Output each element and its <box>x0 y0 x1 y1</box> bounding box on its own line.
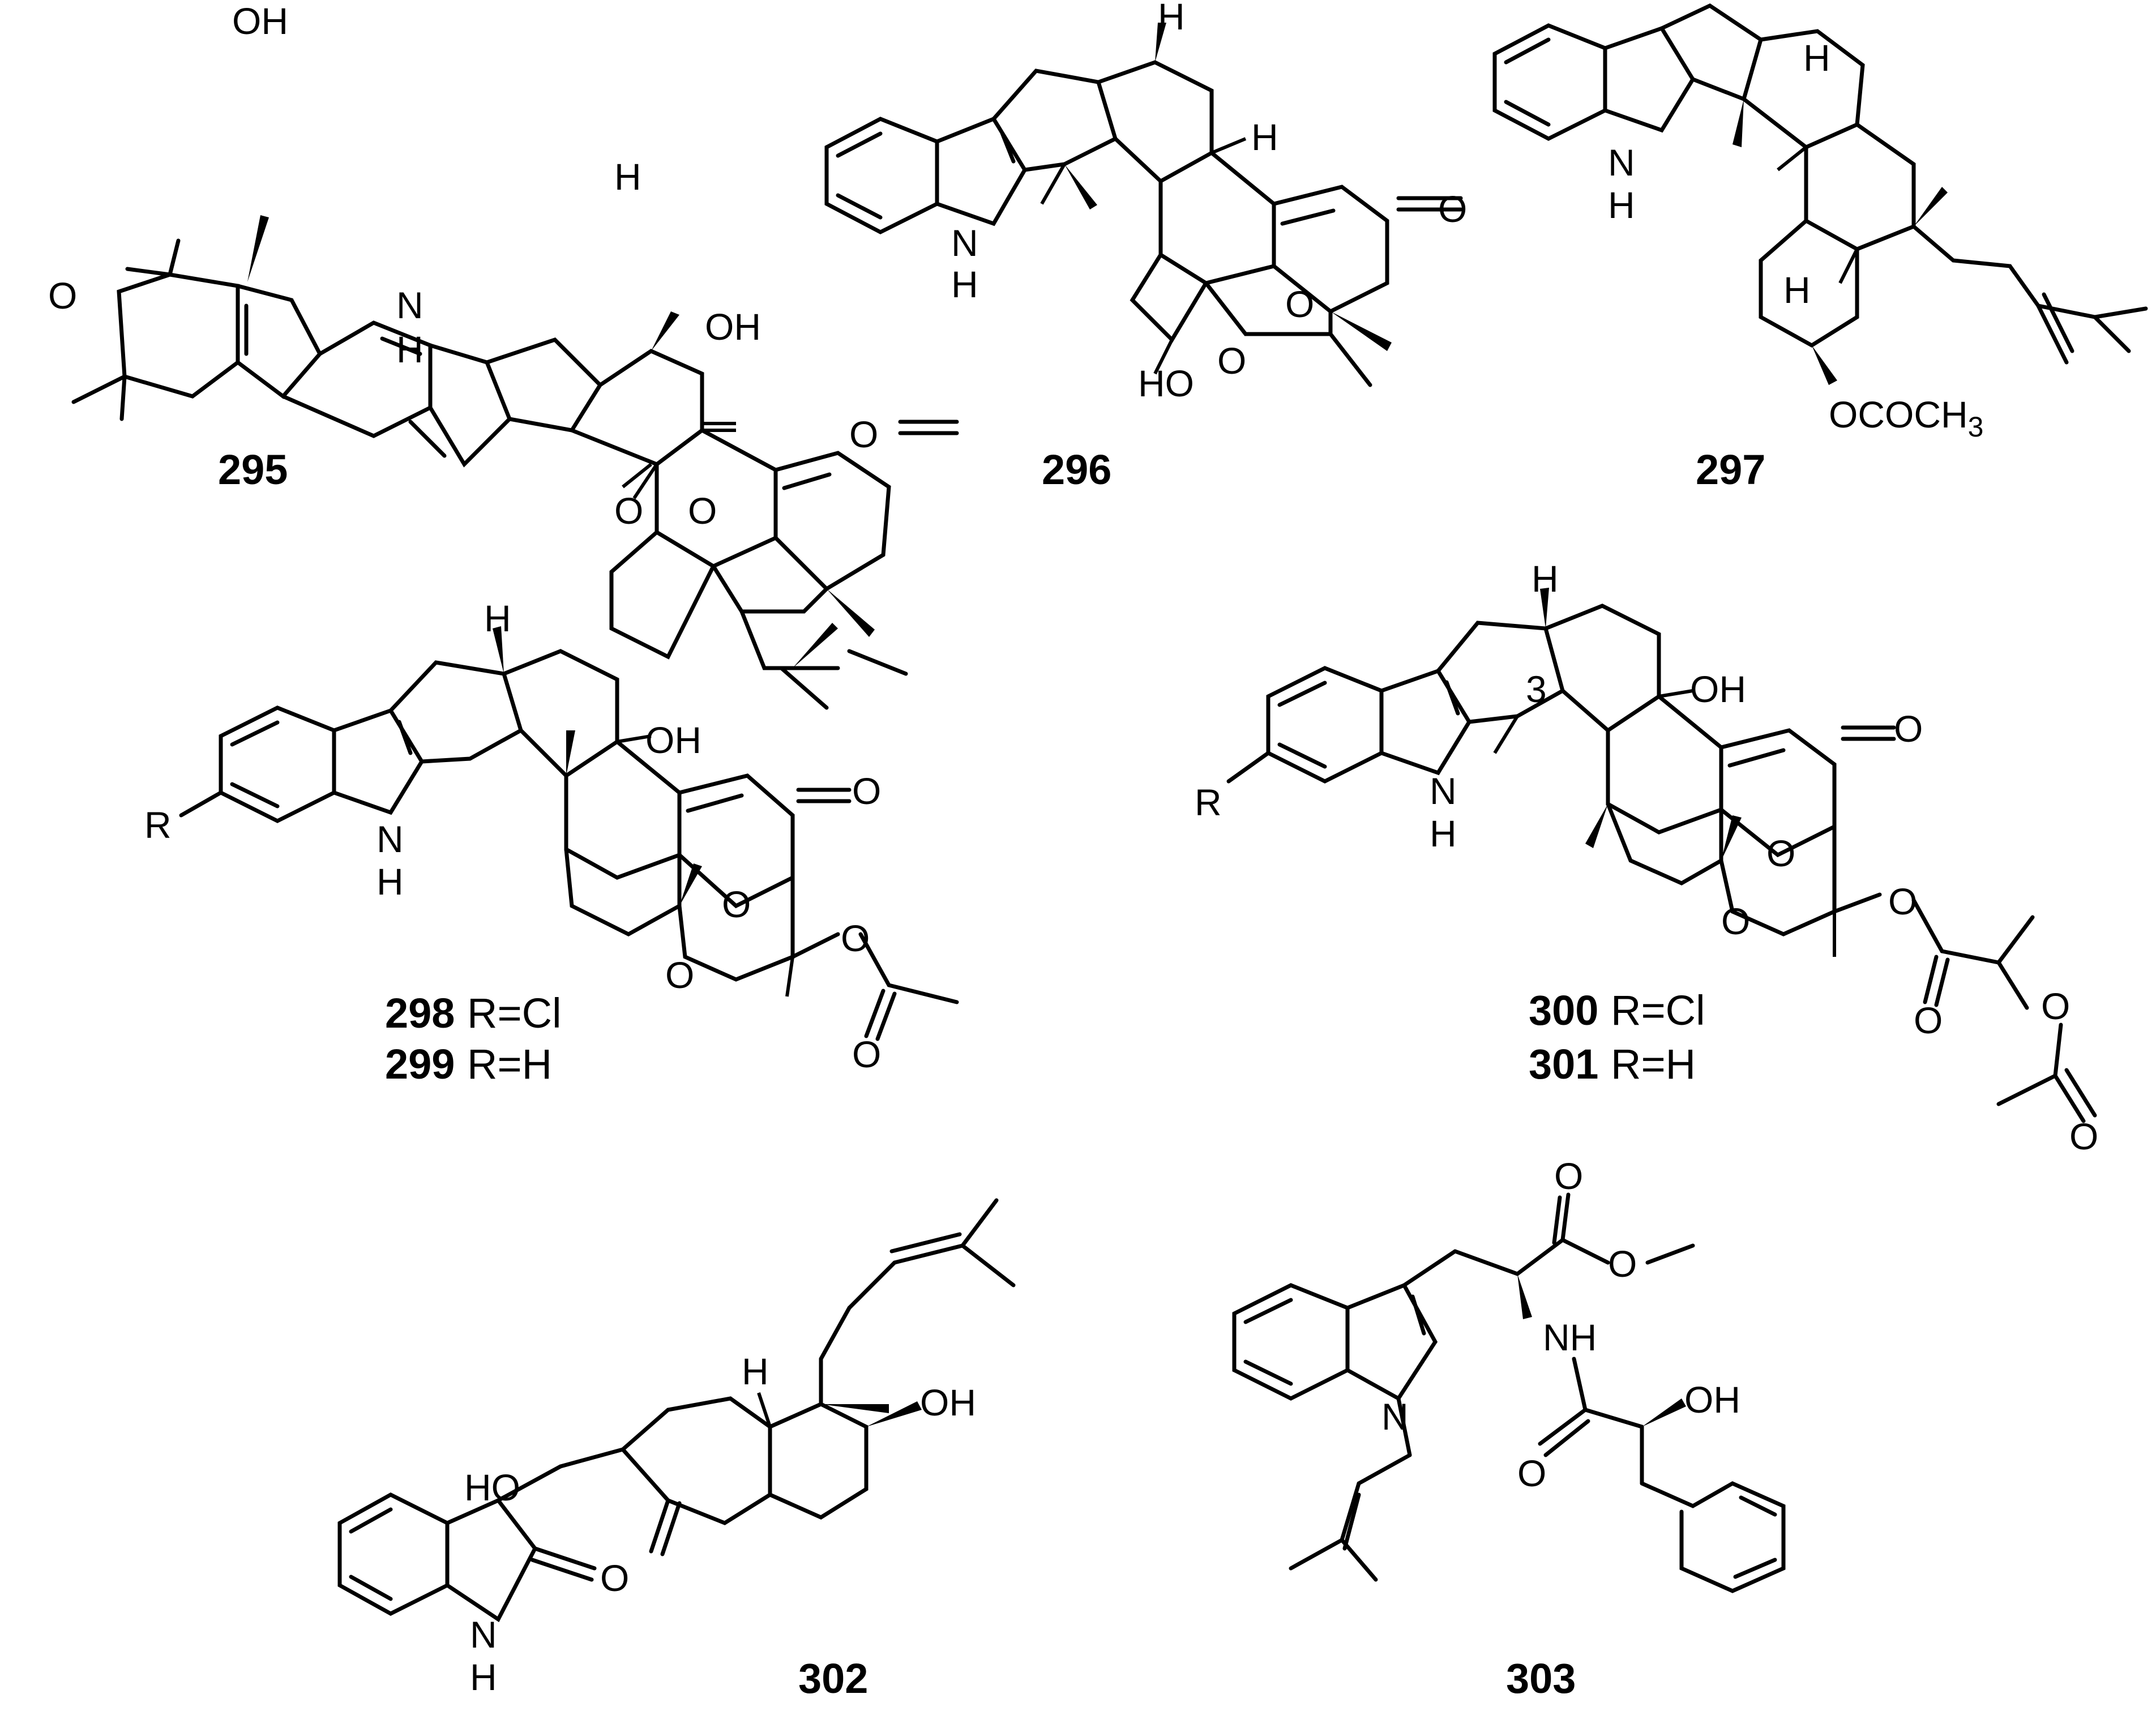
hydrogen-label: H <box>1783 269 1811 311</box>
oh-label: OH <box>232 0 288 42</box>
carbonyl-oxygen-label: O <box>852 770 881 812</box>
hydrogen-label: H <box>1430 812 1457 854</box>
compound-number: 296 <box>1042 446 1111 493</box>
compound-300-301 <box>1226 588 2097 1123</box>
compound-302 <box>337 1198 1016 1623</box>
hydrogen-label: H <box>470 1656 497 1698</box>
compound-number: 302 <box>798 1655 868 1702</box>
carbonyl-oxygen-label: O <box>600 1557 629 1599</box>
subscript-3: 3 <box>1968 411 1984 443</box>
compound-number: 295 <box>218 446 288 493</box>
ether-oxygen-label: O <box>1285 283 1314 325</box>
variant-label: R=Cl <box>467 990 562 1037</box>
carbonyl-oxygen-label: O <box>1517 1452 1546 1494</box>
variant-label: R=Cl <box>1611 987 1705 1034</box>
variant-label: R=H <box>467 1041 552 1088</box>
acetate-label: OCOCH3 <box>1829 393 1983 443</box>
ester-oxygen-label: O <box>1888 880 1917 922</box>
ether-oxygen-label: O <box>665 954 694 996</box>
ho-label: HO <box>464 1466 520 1508</box>
nitrogen-label: N <box>1608 142 1635 183</box>
nh-label: NH <box>1543 1316 1597 1358</box>
hydrogen-label: H <box>377 861 404 902</box>
ester-oxygen-label: O <box>1608 1243 1637 1285</box>
oh-label: OH <box>1690 668 1746 710</box>
hydrogen-label: H <box>1803 37 1830 79</box>
hydrogen-label: H <box>1608 184 1635 226</box>
carbonyl-oxygen-label: O <box>1554 1155 1583 1197</box>
acetate-text: OCOCH <box>1829 393 1968 435</box>
compound-303 <box>1232 1192 1786 1593</box>
nitrogen-label: N <box>377 818 404 860</box>
compound-number: 299 <box>385 1041 455 1088</box>
carbonyl-oxygen-label: O <box>852 1033 881 1075</box>
nitrogen-label: N <box>1381 1396 1409 1438</box>
ether-oxygen-label: O <box>1721 900 1750 942</box>
ester-oxygen-label: O <box>2041 985 2070 1027</box>
hydrogen-label: H <box>742 1350 769 1392</box>
oh-label: OH <box>1684 1379 1740 1421</box>
ester-oxygen-label: O <box>841 917 870 959</box>
oh-label: OH <box>920 1381 976 1423</box>
carbonyl-oxygen-label: O <box>1438 188 1467 230</box>
carbonyl-oxygen-label: O <box>849 413 878 455</box>
ether-oxygen-label: O <box>1766 832 1795 874</box>
locant-3-label: 3 <box>1526 668 1547 710</box>
variant-label: R=H <box>1611 1041 1696 1088</box>
hydrogen-label: H <box>1251 116 1278 158</box>
hydrogen-label: H <box>396 328 424 370</box>
compound-number: 297 <box>1696 446 1765 493</box>
nitrogen-label: N <box>470 1614 497 1656</box>
compound-298-299 <box>179 626 959 1041</box>
hydrogen-label: H <box>1158 0 1185 37</box>
compound-number: 303 <box>1506 1655 1576 1702</box>
oh-label: OH <box>705 306 761 348</box>
compound-number: 298 <box>385 990 455 1037</box>
oxygen-label: O <box>48 275 77 316</box>
ether-oxygen-label: O <box>1217 340 1246 382</box>
hydrogen-label: H <box>614 156 641 198</box>
hydrogen-label: H <box>484 597 511 639</box>
hydrogen-label: H <box>951 263 978 305</box>
nitrogen-label: N <box>951 222 978 264</box>
r-group-label: R <box>1195 781 1222 823</box>
compound-296 <box>824 23 1463 387</box>
carbonyl-oxygen-label: O <box>1894 708 1923 750</box>
compound-number: 300 <box>1529 987 1598 1034</box>
ether-oxygen-label: O <box>688 490 717 532</box>
ether-oxygen-label: O <box>722 883 751 925</box>
nitrogen-label: N <box>396 284 424 326</box>
r-group-label: R <box>144 804 172 846</box>
nitrogen-label: N <box>1430 770 1457 812</box>
oh-label: OH <box>645 719 701 761</box>
compound-number: 301 <box>1529 1041 1598 1088</box>
ho-label: HO <box>1138 362 1194 404</box>
ether-oxygen-label: O <box>614 490 643 532</box>
carbonyl-oxygen-label: O <box>2069 1115 2098 1157</box>
hydrogen-label: H <box>1532 558 1559 600</box>
compound-297 <box>1492 3 2148 385</box>
carbonyl-oxygen-label: O <box>1914 999 1943 1041</box>
compound-295 <box>71 215 959 710</box>
